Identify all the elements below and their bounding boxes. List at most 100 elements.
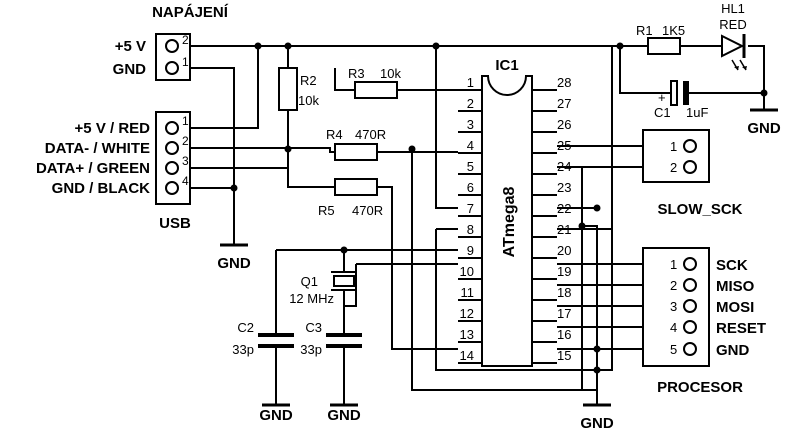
ic-pin-number: 12 xyxy=(460,306,474,321)
gnd-label: GND xyxy=(580,415,614,432)
junction-dot xyxy=(230,184,238,192)
resistor-r5: R5 470R xyxy=(318,178,383,218)
connector-pin-number: 4 xyxy=(670,320,677,335)
connector-slow-sck: 1 2 SLOW_SCK xyxy=(642,129,743,218)
resistor-r3: R3 10k xyxy=(348,66,401,99)
resistor-ref: R1 xyxy=(636,23,653,38)
connector-pin-label: SCK xyxy=(716,257,748,274)
gnd-label: GND xyxy=(217,255,251,272)
capacitor-c3: C3 33p xyxy=(300,320,362,357)
ic-pin-number: 6 xyxy=(467,180,474,195)
gnd-symbol: GND xyxy=(580,403,614,432)
connector-pin-hole xyxy=(165,141,179,155)
ic-pin-number: 13 xyxy=(460,327,474,342)
ic-pin-number: 28 xyxy=(557,75,571,90)
connector-pin-hole xyxy=(683,342,697,356)
ic-pin-number: 20 xyxy=(557,243,571,258)
resistor-body xyxy=(278,67,298,111)
ic-pin-number: 2 xyxy=(467,96,474,111)
resistor-body xyxy=(334,178,378,196)
resistor-body xyxy=(334,143,378,161)
capacitor-value: 1uF xyxy=(686,105,708,120)
ic-pin-number: 22 xyxy=(557,201,571,216)
ic-pin-number: 16 xyxy=(557,327,571,342)
connector-pin-hole xyxy=(683,278,697,292)
resistor-value: 470R xyxy=(352,203,383,218)
junction-dot xyxy=(408,145,416,153)
connector-procesor-title: PROCESOR xyxy=(657,379,743,396)
capacitor-ref: C1 xyxy=(654,105,671,120)
junction-dot xyxy=(760,89,768,97)
junction-dot xyxy=(284,145,292,153)
capacitor-polarity: + xyxy=(658,90,666,105)
gnd-symbol: GND xyxy=(259,403,293,424)
resistor-value: 10k xyxy=(298,93,319,108)
connector-pin-label: DATA+ / GREEN xyxy=(36,160,150,177)
ic-pin-number: 5 xyxy=(467,159,474,174)
ic-pin-number: 21 xyxy=(557,222,571,237)
connector-pin-hole xyxy=(683,257,697,271)
connector-slow-sck-body xyxy=(642,129,710,183)
ic-pin-number: 7 xyxy=(467,201,474,216)
connector-pin-label: GND xyxy=(113,61,147,78)
connector-napajeni: NAPÁJENÍ 2 1 +5 V GND xyxy=(113,4,229,81)
connector-pin-label: MOSI xyxy=(716,299,754,316)
junction-dot xyxy=(616,42,624,50)
ic-pin-number: 24 xyxy=(557,159,571,174)
resistor-value: 10k xyxy=(380,66,401,81)
capacitor-c2: C2 33p xyxy=(232,320,294,357)
led-value: RED xyxy=(719,17,746,32)
ic-pin-number: 25 xyxy=(557,138,571,153)
capacitor-plate-positive xyxy=(670,80,678,106)
connector-usb-body xyxy=(155,111,191,205)
gnd-symbol: GND xyxy=(327,403,361,424)
capacitor-plate-negative xyxy=(683,81,689,105)
crystal-q1: Q1 12 MHz xyxy=(289,271,357,306)
ic-pin-number: 3 xyxy=(467,117,474,132)
led-light-arrowheads xyxy=(734,66,747,70)
gnd-symbol: GND xyxy=(217,243,251,272)
junction-dot xyxy=(578,222,586,230)
connector-pin-number: 2 xyxy=(670,160,677,175)
ic-pin-number: 26 xyxy=(557,117,571,132)
ic-body xyxy=(481,75,533,367)
connector-slow-sck-title: SLOW_SCK xyxy=(657,201,742,218)
capacitor-plate xyxy=(258,344,294,348)
resistor-ref: R4 xyxy=(326,127,343,142)
connector-pin-label: RESET xyxy=(716,320,766,337)
resistor-ref: R5 xyxy=(318,203,335,218)
connector-pin-number: 1 xyxy=(182,55,189,69)
connector-pin-label: MISO xyxy=(716,278,755,295)
resistor-body xyxy=(354,81,398,99)
led-light-arrows xyxy=(731,59,747,71)
ic-pin-number: 10 xyxy=(460,264,474,279)
resistor-ref: R3 xyxy=(348,66,365,81)
connector-procesor: 1 2 3 4 5 SCK MISO MOSI RESET GND PROCES… xyxy=(642,247,766,396)
ic-pin-number: 18 xyxy=(557,285,571,300)
connector-pin-number: 1 xyxy=(182,114,189,128)
connector-pin-number: 2 xyxy=(670,278,677,293)
junction-dot xyxy=(432,42,440,50)
ic-pin-number: 8 xyxy=(467,222,474,237)
led-hl1: HL1 RED xyxy=(719,1,747,71)
crystal-ref: Q1 xyxy=(301,274,318,289)
resistor-r2: R2 10k xyxy=(278,67,319,111)
gnd-label: GND xyxy=(747,120,781,137)
ic-pin-number: 14 xyxy=(460,348,474,363)
junction-dot xyxy=(593,345,601,353)
ic-pin-number: 1 xyxy=(467,75,474,90)
connector-pin-label: DATA- / WHITE xyxy=(45,140,150,157)
ic-pin-number: 15 xyxy=(557,348,571,363)
connector-pin-hole xyxy=(683,160,697,174)
connector-napajeni-title: NAPÁJENÍ xyxy=(152,4,229,21)
gnd-label: GND xyxy=(327,407,361,424)
ic-pin-number: 27 xyxy=(557,96,571,111)
connector-pin-hole xyxy=(165,121,179,135)
ic-pin-number: 23 xyxy=(557,180,571,195)
connector-pin-hole xyxy=(683,320,697,334)
resistor-body xyxy=(647,37,681,55)
capacitor-ref: C2 xyxy=(237,320,254,335)
